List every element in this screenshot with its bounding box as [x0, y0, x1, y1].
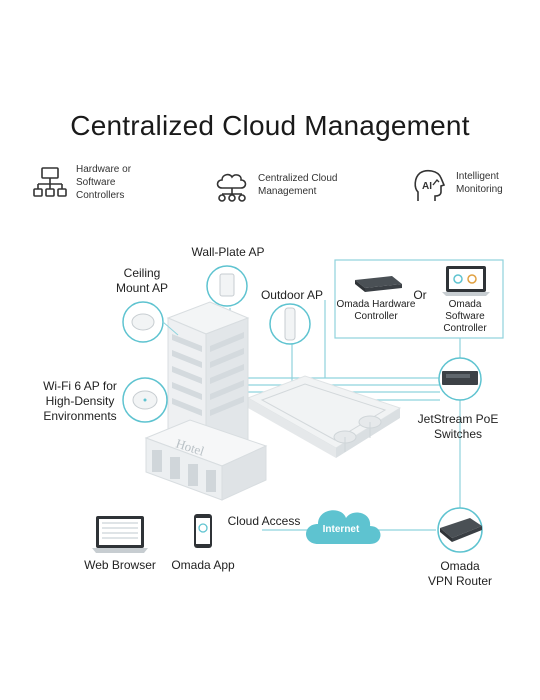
cloud-network-icon [216, 173, 247, 202]
wifi6-ap-label: Wi-Fi 6 AP for High-Density Environments [28, 379, 132, 424]
cloud-access-label: Cloud Access [227, 514, 301, 528]
feature-line: Centralized Cloud [258, 173, 338, 184]
router-label: Omada VPN Router [414, 559, 506, 589]
or-label: Or [413, 288, 427, 302]
outdoor-ap-label: Outdoor AP [260, 288, 324, 302]
controller-frame [334, 259, 504, 339]
ai-head-icon: AI [414, 169, 446, 201]
feature-controllers: Hardware or Software Controllers [32, 163, 131, 202]
hardware-controller [355, 276, 402, 292]
outdoor-ap [269, 303, 311, 345]
feature-line: Monitoring [456, 184, 503, 195]
ceiling-ap-line: Mount AP [115, 281, 169, 295]
svg-text:AI: AI [422, 181, 432, 192]
router-line: VPN Router [427, 574, 493, 588]
hardware-controller-line: Controller [354, 311, 398, 322]
feature-monitoring-text: Intelligent Monitoring [456, 170, 503, 196]
wifi6-ap-line: Wi-Fi 6 AP for [43, 379, 117, 393]
poe-switch [438, 357, 482, 401]
web-browser-label: Web Browser [84, 558, 156, 572]
feature-line: Controllers [76, 190, 125, 201]
feature-line: Management [258, 186, 317, 197]
ceiling-ap-line: Ceiling [123, 266, 161, 280]
feature-cloud-management: Centralized Cloud Management [214, 168, 338, 206]
wifi6-ap-line: High-Density [45, 394, 115, 408]
software-controller-line: Omada [448, 299, 482, 310]
software-controller-laptop [442, 266, 490, 296]
router-line: Omada [440, 559, 480, 573]
switches-label: JetStream PoE Switches [408, 412, 508, 442]
switches-line: Switches [433, 427, 483, 441]
switches-line: JetStream PoE [417, 412, 499, 426]
wall-plate-ap-label: Wall-Plate AP [191, 245, 265, 259]
internet-label: Internet [322, 524, 360, 535]
web-browser-laptop [92, 516, 148, 553]
wall-plate-ap [206, 265, 248, 307]
ground-plaza [246, 375, 402, 458]
feature-line: Hardware or [76, 164, 132, 175]
ceiling-ap-label: Ceiling Mount AP [104, 266, 180, 296]
omada-app-phone [194, 514, 212, 548]
umbrellas [333, 415, 382, 452]
feature-controllers-text: Hardware or Software Controllers [76, 163, 131, 202]
internet-cloud [306, 510, 381, 544]
page-title: Centralized Cloud Management [70, 110, 470, 141]
ceiling-ap [122, 301, 179, 343]
hotel-building: Hotel [144, 301, 268, 501]
software-controller-line: Software [445, 311, 485, 322]
feature-line: Software [76, 177, 116, 188]
hardware-controller-line: Omada Hardware [336, 299, 416, 310]
wifi6-ap [122, 377, 168, 423]
software-controller-label: Omada Software Controller [432, 299, 498, 335]
feature-monitoring: AI Intelligent Monitoring [412, 166, 503, 204]
hardware-controller-label: Omada Hardware Controller [336, 299, 416, 323]
vpn-router [437, 507, 483, 553]
software-controller-line: Controller [443, 323, 487, 334]
omada-app-label: Omada App [171, 558, 235, 572]
feature-line: Intelligent [456, 171, 499, 182]
controller-hierarchy-icon [33, 167, 67, 197]
wifi6-ap-line: Environments [43, 409, 117, 423]
feature-cloud-text: Centralized Cloud Management [258, 172, 338, 198]
